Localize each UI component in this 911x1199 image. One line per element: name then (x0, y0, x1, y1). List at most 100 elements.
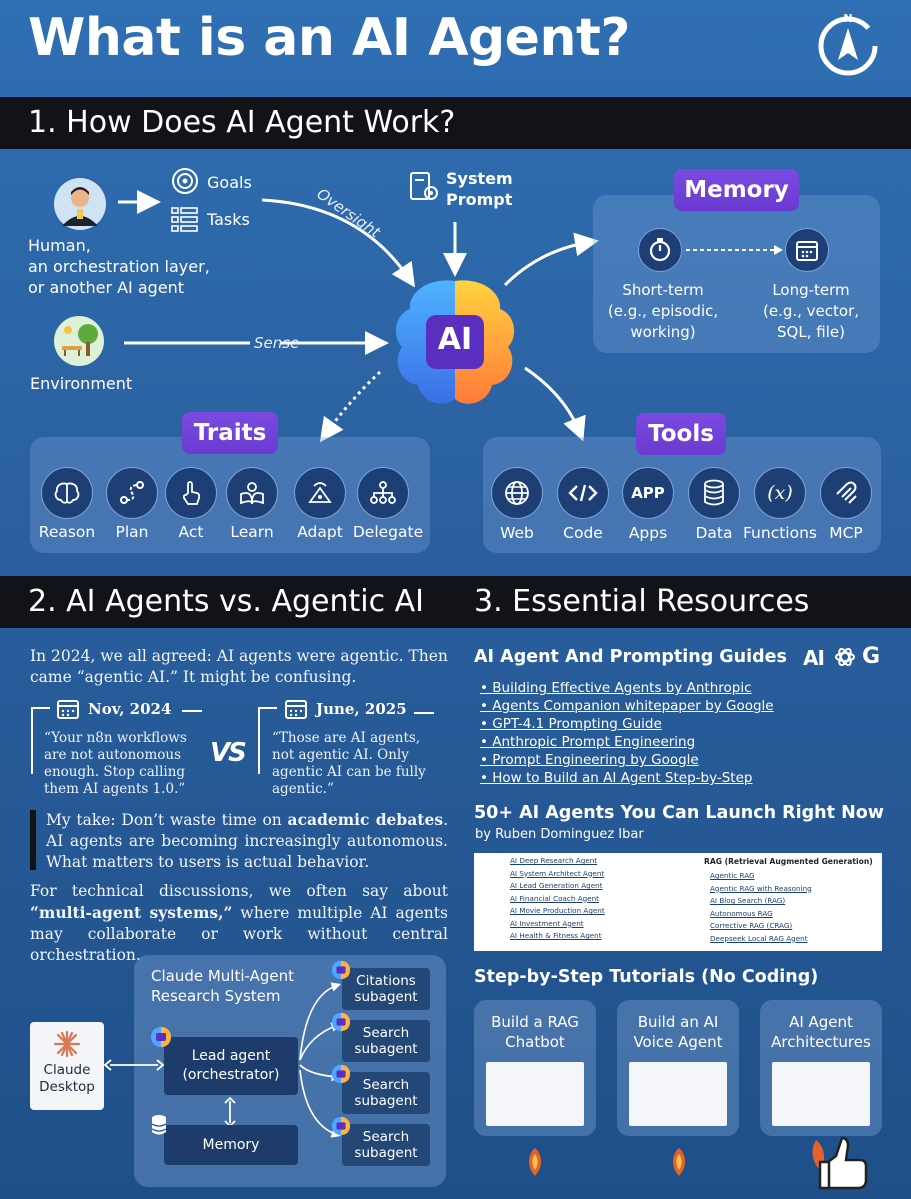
date-june-2025: June, 2025 (316, 700, 407, 718)
agents-list-right: Agentic RAG Agentic RAG with Reasoning A… (710, 870, 812, 945)
section-1-bar: 1. How Does AI Agent Work? (0, 97, 911, 149)
agent-item-5[interactable]: AI Movie Production Agent (510, 906, 605, 915)
code-brackets-icon (557, 467, 609, 519)
technical-bold: “multi-agent systems,” (30, 903, 233, 922)
rag-item-6[interactable]: Deepseek Local RAG Agent (710, 933, 808, 943)
guide-link-4[interactable]: • Anthropic Prompt Engineering (480, 734, 696, 750)
human-avatar-icon (54, 178, 106, 230)
guide-link-2[interactable]: • Agents Companion whitepaper by Google (480, 698, 774, 714)
system-prompt-label: System Prompt (446, 169, 513, 209)
plan-route-icon (106, 467, 158, 519)
tutorial-card-rag[interactable]: Build a RAG Chatbot (474, 1000, 596, 1136)
search-subagent-box-2: Search subagent (342, 1072, 430, 1114)
svg-text:N: N (843, 12, 852, 25)
citations-subagent-box: Citations subagent (342, 968, 430, 1010)
trait-act: Act (178, 523, 204, 541)
claude-sunburst-icon (53, 1030, 81, 1058)
claude-desktop-label: Claude Desktop (39, 1062, 95, 1095)
take-quote-bar (30, 810, 36, 870)
openai-logo-icon (835, 647, 855, 667)
rag-item-5[interactable]: Corrective RAG (CRAG) (710, 921, 793, 930)
date-line-1 (182, 710, 202, 712)
agent-item-6[interactable]: AI Investment Agent (510, 918, 584, 928)
section-2-title: 2. AI Agents vs. Agentic AI (28, 584, 425, 619)
desktop-lead-arrow (104, 1059, 164, 1071)
trait-adapt: Adapt (297, 523, 343, 541)
compass-logo-icon: N (818, 12, 878, 76)
tool-apps: Apps (628, 524, 668, 542)
tutorial-card-voice[interactable]: Build an AI Voice Agent (617, 1000, 739, 1136)
tool-mcp: MCP (829, 524, 863, 542)
my-take-pre: My take: Don’t waste time on (46, 811, 288, 829)
guide-link-1-text[interactable]: Building Effective Agents by Anthropic (492, 680, 752, 696)
long-term-label: Long-term (e.g., vector, SQL, file) (762, 281, 860, 341)
rag-item-1[interactable]: Agentic RAG (710, 871, 755, 880)
section-2-intro: In 2024, we all agreed: AI agents were a… (30, 647, 448, 686)
guides-link-list: • Building Effective Agents by Anthropic… (480, 679, 774, 787)
guide-link-2-text[interactable]: Agents Companion whitepaper by Google (492, 698, 774, 714)
ai-label: AI (437, 322, 473, 357)
search-subagent-box-1: Search subagent (342, 1020, 430, 1062)
tutorial-card-architectures[interactable]: AI Agent Architectures (760, 1000, 882, 1136)
guide-link-3[interactable]: • GPT-4.1 Prompting Guide (480, 716, 662, 732)
ai-badge-icon-4 (331, 1116, 351, 1136)
rocket-icon-2 (672, 1148, 686, 1176)
technical-pre: For technical discussions, we often say … (30, 882, 448, 900)
tool-web: Web (500, 524, 534, 542)
agent-item-1[interactable]: AI Deep Research Agent (510, 856, 598, 865)
system-prompt-icon (410, 172, 438, 200)
lead-memory-arrow (224, 1097, 236, 1127)
tool-code: Code (563, 524, 603, 542)
claude-diagram-title: Claude Multi-Agent Research System (151, 967, 295, 1005)
tutorial-thumb-architectures (772, 1062, 870, 1126)
google-logo-icon: G (862, 644, 881, 669)
tools-panel (483, 437, 881, 553)
tutorial-title-architectures: AI Agent Architectures (771, 1013, 871, 1051)
quote-nov-2024: “Your n8n workflows are not autonomous e… (44, 730, 187, 797)
function-x-icon: (x) (754, 467, 806, 519)
trait-learn: Learn (230, 523, 274, 541)
human-label: Human, an orchestration layer, or anothe… (28, 236, 210, 297)
vs-label: VS (210, 738, 247, 768)
tutorial-title-rag: Build a RAG Chatbot (491, 1013, 579, 1051)
guide-link-6-text[interactable]: How to Build an AI Agent Step-by-Step (492, 770, 753, 786)
database-icon (688, 467, 740, 519)
my-take-bold: academic debates (287, 810, 444, 829)
hand-tap-icon (165, 467, 217, 519)
app-icon-text: APP (631, 484, 665, 502)
agent-item-7[interactable]: AI Health & Fitness Agent (510, 931, 602, 940)
guide-link-3-text[interactable]: GPT-4.1 Prompting Guide (492, 716, 662, 732)
sense-label: Sense (254, 334, 300, 352)
trait-delegate: Delegate (352, 523, 424, 541)
quote-june-2025: “Those are AI agents, not agentic AI. On… (272, 730, 426, 797)
guide-link-6[interactable]: • How to Build an AI Agent Step-by-Step (480, 770, 753, 786)
guide-link-5-text[interactable]: Prompt Engineering by Google (492, 752, 699, 768)
rag-item-4[interactable]: Autonomous RAG (710, 908, 773, 918)
agent-item-3[interactable]: AI Lead Generation Agent (510, 881, 603, 890)
tutorial-title-voice: Build an AI Voice Agent (633, 1013, 723, 1051)
agent-item-4[interactable]: AI Financial Coach Agent (510, 893, 599, 903)
date-line-2 (414, 712, 434, 714)
adapt-icon (294, 467, 346, 519)
calendar-date-icon-1 (57, 700, 79, 719)
rag-item-2[interactable]: Agentic RAG with Reasoning (710, 883, 812, 893)
ai-brain-icon (395, 280, 515, 404)
agent-item-2[interactable]: AI System Architect Agent (510, 868, 605, 878)
rag-title: RAG (Retrieval Augmented Generation) (704, 857, 873, 866)
delegate-hierarchy-icon (357, 467, 409, 519)
tool-data: Data (695, 524, 733, 542)
trait-plan: Plan (115, 523, 149, 541)
technical-text: For technical discussions, we often say … (30, 881, 448, 966)
stopwatch-icon (638, 228, 682, 272)
tutorials-title: Step-by-Step Tutorials (No Coding) (474, 967, 819, 987)
rag-item-3[interactable]: AI Blog Search (RAG) (710, 896, 786, 905)
guide-link-5[interactable]: • Prompt Engineering by Google (480, 752, 699, 768)
guide-link-4-text[interactable]: Anthropic Prompt Engineering (492, 734, 696, 750)
technical-post: where multiple AI agents may collaborate… (30, 904, 448, 964)
trait-reason: Reason (38, 523, 96, 541)
memory-box: Memory (164, 1125, 298, 1165)
section-3-title: 3. Essential Resources (474, 584, 810, 619)
target-icon (172, 168, 198, 194)
agents-title: 50+ AI Agents You Can Launch Right Now (474, 803, 884, 823)
guide-link-1[interactable]: • Building Effective Agents by Anthropic (480, 680, 752, 696)
